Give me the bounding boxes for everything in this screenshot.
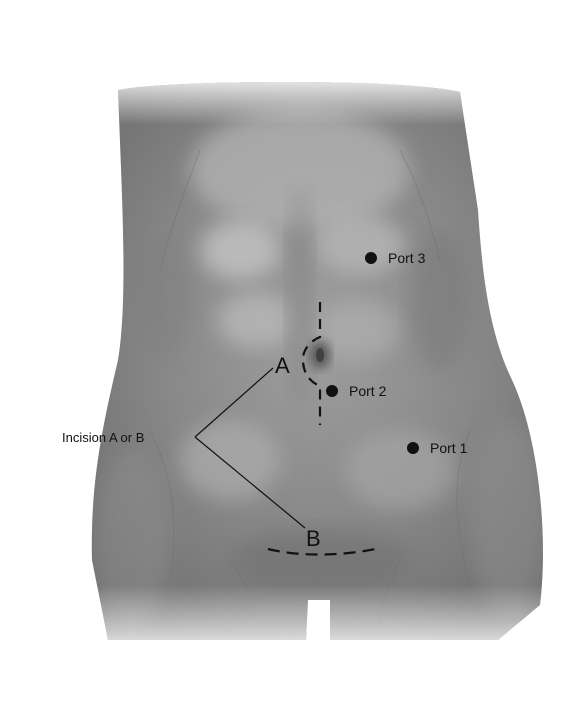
torso bbox=[80, 70, 560, 660]
port-2-label: Port 2 bbox=[349, 383, 387, 399]
port-1-marker bbox=[407, 442, 419, 454]
incision-a-label: A bbox=[275, 353, 290, 378]
incision-b-label: B bbox=[306, 526, 321, 551]
port-1-label: Port 1 bbox=[430, 440, 468, 456]
port-3-marker bbox=[365, 252, 377, 264]
incision-caption: Incision A or B bbox=[62, 430, 144, 445]
port-2-marker bbox=[326, 385, 338, 397]
port-3-label: Port 3 bbox=[388, 250, 426, 266]
